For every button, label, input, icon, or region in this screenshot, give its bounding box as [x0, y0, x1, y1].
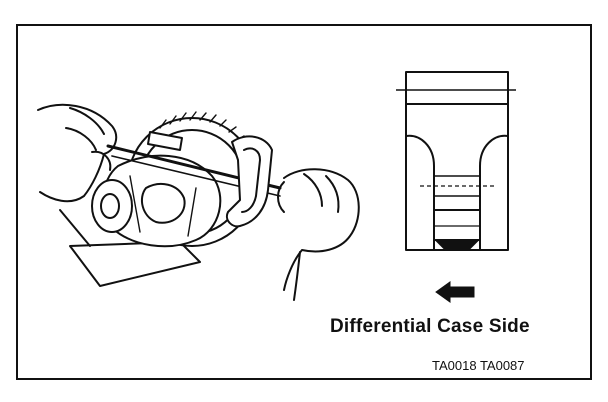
gear-block — [433, 209, 481, 241]
right-hand-finger-1 — [303, 173, 323, 207]
right-hand-finger-2 — [325, 175, 340, 213]
right-pocket — [479, 134, 509, 250]
case-window — [140, 182, 186, 224]
side-bearing — [91, 179, 133, 233]
right-hand-cuff — [277, 181, 285, 213]
rod-tip — [147, 131, 183, 151]
left-pocket — [405, 134, 435, 250]
left-hand-finger-1 — [69, 107, 105, 135]
bench-edge — [69, 241, 201, 287]
differential-measurement-illustration — [37, 103, 360, 301]
case-rib — [129, 175, 197, 237]
tool-handle-inner — [241, 147, 261, 213]
left-hand-thumb — [91, 150, 112, 171]
left-hand-finger-2 — [65, 127, 97, 151]
side-bearing-inner — [100, 193, 120, 219]
right-hand — [283, 168, 360, 291]
bench-shadow — [59, 209, 91, 247]
left-arrow-icon — [435, 281, 475, 303]
base-fill — [435, 239, 479, 249]
caption-label: Differential Case Side — [330, 316, 530, 337]
figure-code: TA0018 TA0087 — [432, 358, 525, 373]
right-arm — [293, 251, 301, 301]
case-cross-section — [396, 71, 516, 251]
